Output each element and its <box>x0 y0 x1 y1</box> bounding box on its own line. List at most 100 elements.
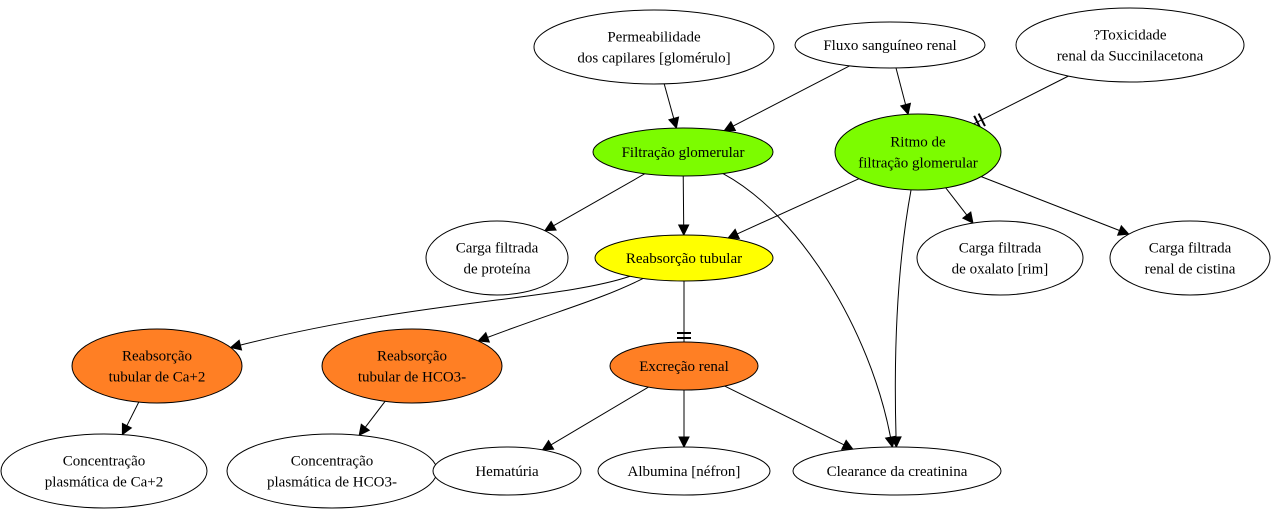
edge-ritmo-to-carga-oxalato <box>945 187 974 224</box>
edge-excrecao-to-hematuria <box>541 386 649 451</box>
node-ellipse <box>834 113 1002 191</box>
edge-excrecao-to-clearance <box>724 385 854 450</box>
edge-filtracao-to-carga-proteina <box>543 173 646 232</box>
node-ellipse <box>594 234 774 282</box>
node-label: Carga filtrada <box>1149 241 1232 257</box>
node-ellipse <box>533 9 775 85</box>
inhibition-bar-icon <box>977 113 986 127</box>
arrowhead-icon <box>358 423 371 437</box>
edge-reabsorcao-to-excrecao <box>677 281 691 342</box>
node-label: Carga filtrada <box>959 241 1042 257</box>
nodes-layer: Permeabilidade dos capilares [glomérulo] F… <box>0 7 1271 509</box>
edge-excrecao-to-albumina <box>678 390 690 449</box>
node-ellipse <box>794 21 986 69</box>
edges-layer <box>121 65 1130 451</box>
node-label: Permeabilidade <box>607 30 701 46</box>
edge-filtracao-to-reabsorcao <box>677 175 690 237</box>
edge-line <box>732 65 850 127</box>
node-label: de oxalato [rim] <box>952 262 1049 278</box>
node-carga-cistina[interactable]: Carga filtrada renal de cistina <box>1109 220 1271 296</box>
arrowhead-icon <box>890 436 902 449</box>
arrowhead-icon <box>840 439 854 450</box>
node-ellipse <box>432 446 582 496</box>
node-ellipse <box>321 328 503 404</box>
node-label: Hematúria <box>475 464 539 480</box>
node-hematuria[interactable]: Hematúria <box>432 446 582 496</box>
node-ellipse <box>226 433 438 509</box>
edge-toxicidade-to-ritmo <box>973 75 1069 129</box>
node-fluxo[interactable]: Fluxo sanguíneo renal <box>794 21 986 69</box>
node-label: Carga filtrada <box>456 241 539 257</box>
node-albumina[interactable]: Albumina [néfron] <box>597 446 771 496</box>
node-ellipse <box>597 446 771 496</box>
node-ellipse <box>71 328 243 404</box>
node-label: Filtração glomerular <box>622 145 745 161</box>
edge-ritmo-to-clearance <box>890 189 912 449</box>
node-label: Excreção renal <box>639 359 729 375</box>
edge-fluxo-to-ritmo <box>895 67 912 116</box>
node-ellipse <box>916 220 1084 296</box>
node-clearance[interactable]: Clearance da creatinina <box>792 446 1002 496</box>
node-ellipse <box>425 220 569 296</box>
node-label: de proteína <box>463 262 530 278</box>
node-ellipse <box>1109 220 1271 296</box>
node-label: Reabsorção <box>377 349 447 365</box>
edge-line <box>895 67 907 105</box>
edge-filtracao-to-clearance <box>722 173 897 449</box>
edge-line <box>722 173 892 438</box>
edge-line <box>487 277 644 338</box>
node-label: Reabsorção <box>122 349 192 365</box>
node-permeabilidade[interactable]: Permeabilidade dos capilares [glomérulo] <box>533 9 775 85</box>
arrowhead-icon <box>727 228 741 239</box>
edge-line <box>240 275 631 346</box>
node-label: dos capilares [glomérulo] <box>577 51 730 67</box>
node-carga-proteina[interactable]: Carga filtrada de proteína <box>425 220 569 296</box>
arrowhead-icon <box>121 422 133 436</box>
arrowhead-icon <box>477 331 491 343</box>
node-filtracao[interactable]: Filtração glomerular <box>592 127 774 177</box>
node-reab-hco3[interactable]: Reabsorção tubular de HCO3- <box>321 328 503 404</box>
edge-line <box>663 83 675 119</box>
node-label: tubular de HCO3- <box>358 370 466 386</box>
edge-reab-ca-to-conc-ca <box>121 401 140 436</box>
arrowhead-icon <box>961 211 974 224</box>
edge-ritmo-to-reabsorcao <box>727 178 860 239</box>
edge-line <box>553 173 646 227</box>
node-conc-hco3[interactable]: Concentração plasmática de HCO3- <box>226 433 438 509</box>
node-label: Fluxo sanguíneo renal <box>823 38 956 54</box>
edge-line <box>981 176 1120 231</box>
node-ellipse <box>1015 7 1245 83</box>
node-excrecao[interactable]: Excreção renal <box>609 341 759 391</box>
arrowhead-icon <box>541 439 555 451</box>
node-label: plasmática de HCO3- <box>267 475 397 491</box>
edge-line <box>126 401 140 426</box>
arrowhead-icon <box>677 224 690 237</box>
edge-fluxo-to-filtracao <box>723 65 850 132</box>
arrowhead-icon <box>229 339 243 351</box>
edge-reabsorcao-to-reab-ca <box>229 275 631 351</box>
edge-line <box>737 178 860 235</box>
node-label: Albumina [néfron] <box>628 464 741 480</box>
edge-line <box>894 189 912 438</box>
node-label: Ritmo de <box>890 135 946 151</box>
node-label: Clearance da creatinina <box>827 464 968 480</box>
arrowhead-icon <box>678 436 690 449</box>
node-label: Concentração <box>291 454 373 470</box>
edge-line <box>550 386 649 446</box>
edge-line <box>945 187 968 216</box>
arrowhead-icon <box>667 116 680 130</box>
node-label: renal de cistina <box>1145 262 1236 278</box>
node-ellipse <box>592 127 774 177</box>
node-label: ?Toxicidade <box>1093 28 1166 44</box>
edge-permeabilidade-to-filtracao <box>663 83 680 130</box>
node-reabsorcao[interactable]: Reabsorção tubular <box>594 234 774 282</box>
node-label: Concentração <box>63 454 145 470</box>
node-carga-oxalato[interactable]: Carga filtrada de oxalato [rim] <box>916 220 1084 296</box>
edge-line <box>724 385 845 446</box>
arrowhead-icon <box>723 120 737 132</box>
